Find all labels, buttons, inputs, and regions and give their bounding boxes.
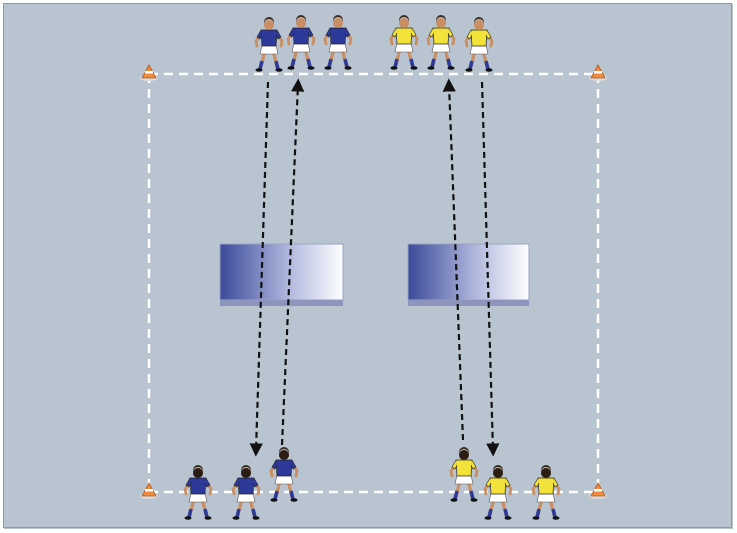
pitch-border [3, 3, 732, 528]
cone-bottom-left [140, 482, 158, 499]
arrow-left-down [249, 81, 270, 457]
yellow-player-bottom-1 [449, 447, 479, 502]
cone-top-left [140, 64, 158, 81]
cone-bottom-right [589, 482, 607, 499]
boundary-lines [147, 72, 600, 494]
blue-player-bottom-3 [269, 447, 299, 502]
pitch-background [4, 4, 733, 529]
blue-player-top-1 [254, 17, 284, 72]
arrow-right-down [480, 81, 500, 457]
blue-player-bottom-2 [231, 465, 261, 520]
yellow-player-top-3 [464, 17, 494, 72]
yellow-player-top-2 [426, 15, 456, 70]
yellow-player-top-1 [389, 15, 419, 70]
yellow-player-bottom-3 [531, 465, 561, 520]
blue-player-top-3 [323, 15, 353, 70]
yellow-player-bottom-2 [483, 465, 513, 520]
tackle-pad-right [407, 243, 530, 306]
arrow-left-up [280, 78, 305, 446]
blue-player-bottom-1 [183, 465, 213, 520]
blue-player-top-2 [286, 15, 316, 70]
cone-top-right [589, 64, 607, 81]
tackle-pad-left [219, 243, 344, 306]
